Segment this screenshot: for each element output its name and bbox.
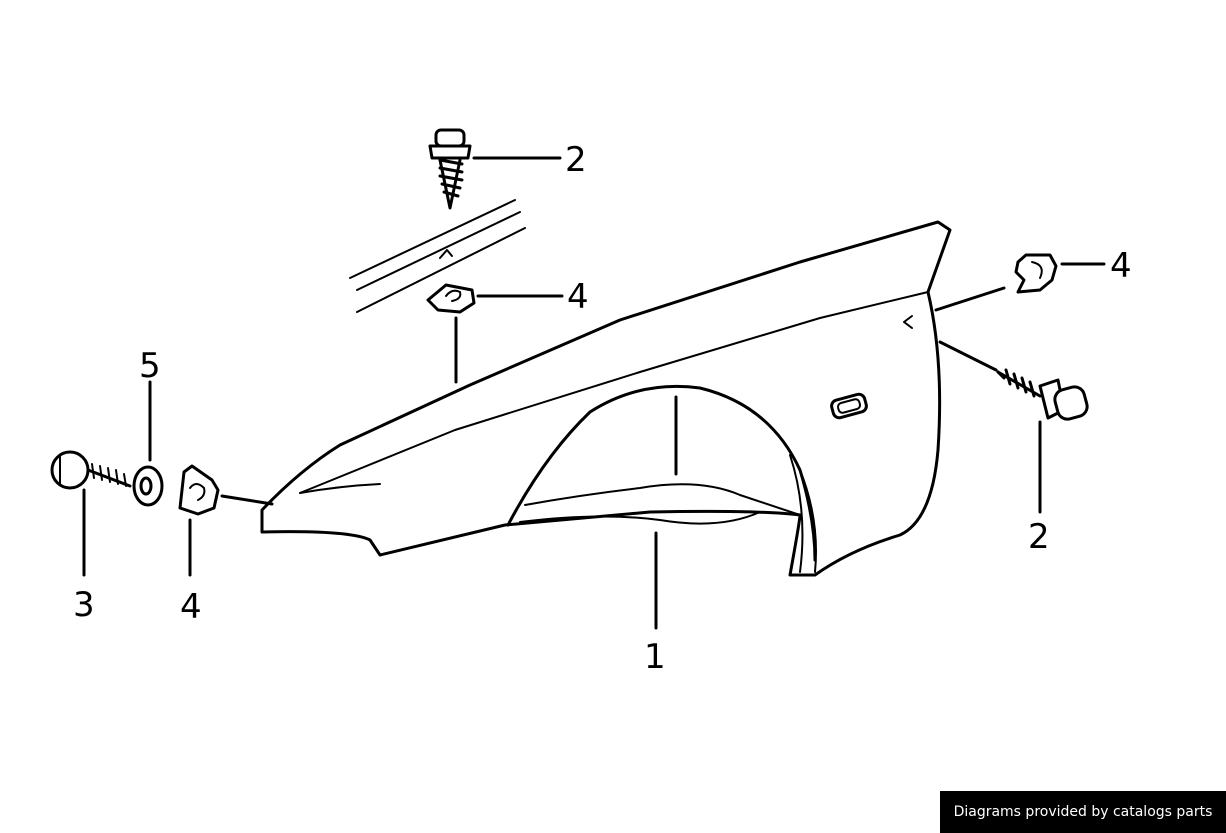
rear-screw bbox=[938, 340, 1089, 514]
callout-rear-screw: 2 bbox=[1028, 517, 1050, 557]
callout-rear-clip: 4 bbox=[1110, 246, 1132, 286]
callout-top-clip: 4 bbox=[567, 277, 589, 317]
side-marker-slot bbox=[830, 392, 868, 420]
callout-washer: 5 bbox=[139, 346, 161, 386]
top-clip bbox=[426, 283, 564, 384]
hood-seal-lines bbox=[349, 199, 526, 313]
callout-front-bolt: 3 bbox=[73, 585, 95, 625]
callout-front-clip: 4 bbox=[180, 587, 202, 627]
front-clip bbox=[178, 464, 274, 577]
washer bbox=[132, 380, 164, 507]
top-screw bbox=[428, 128, 562, 210]
callout-fender: 1 bbox=[644, 637, 666, 677]
front-bolt bbox=[50, 450, 132, 577]
front-fender-panel bbox=[260, 220, 952, 577]
fender-leaders bbox=[654, 395, 678, 630]
diagram-credit-badge: Diagrams provided by catalogs parts bbox=[940, 791, 1226, 833]
rear-clip bbox=[903, 253, 1106, 329]
callout-top-screw: 2 bbox=[565, 140, 587, 180]
